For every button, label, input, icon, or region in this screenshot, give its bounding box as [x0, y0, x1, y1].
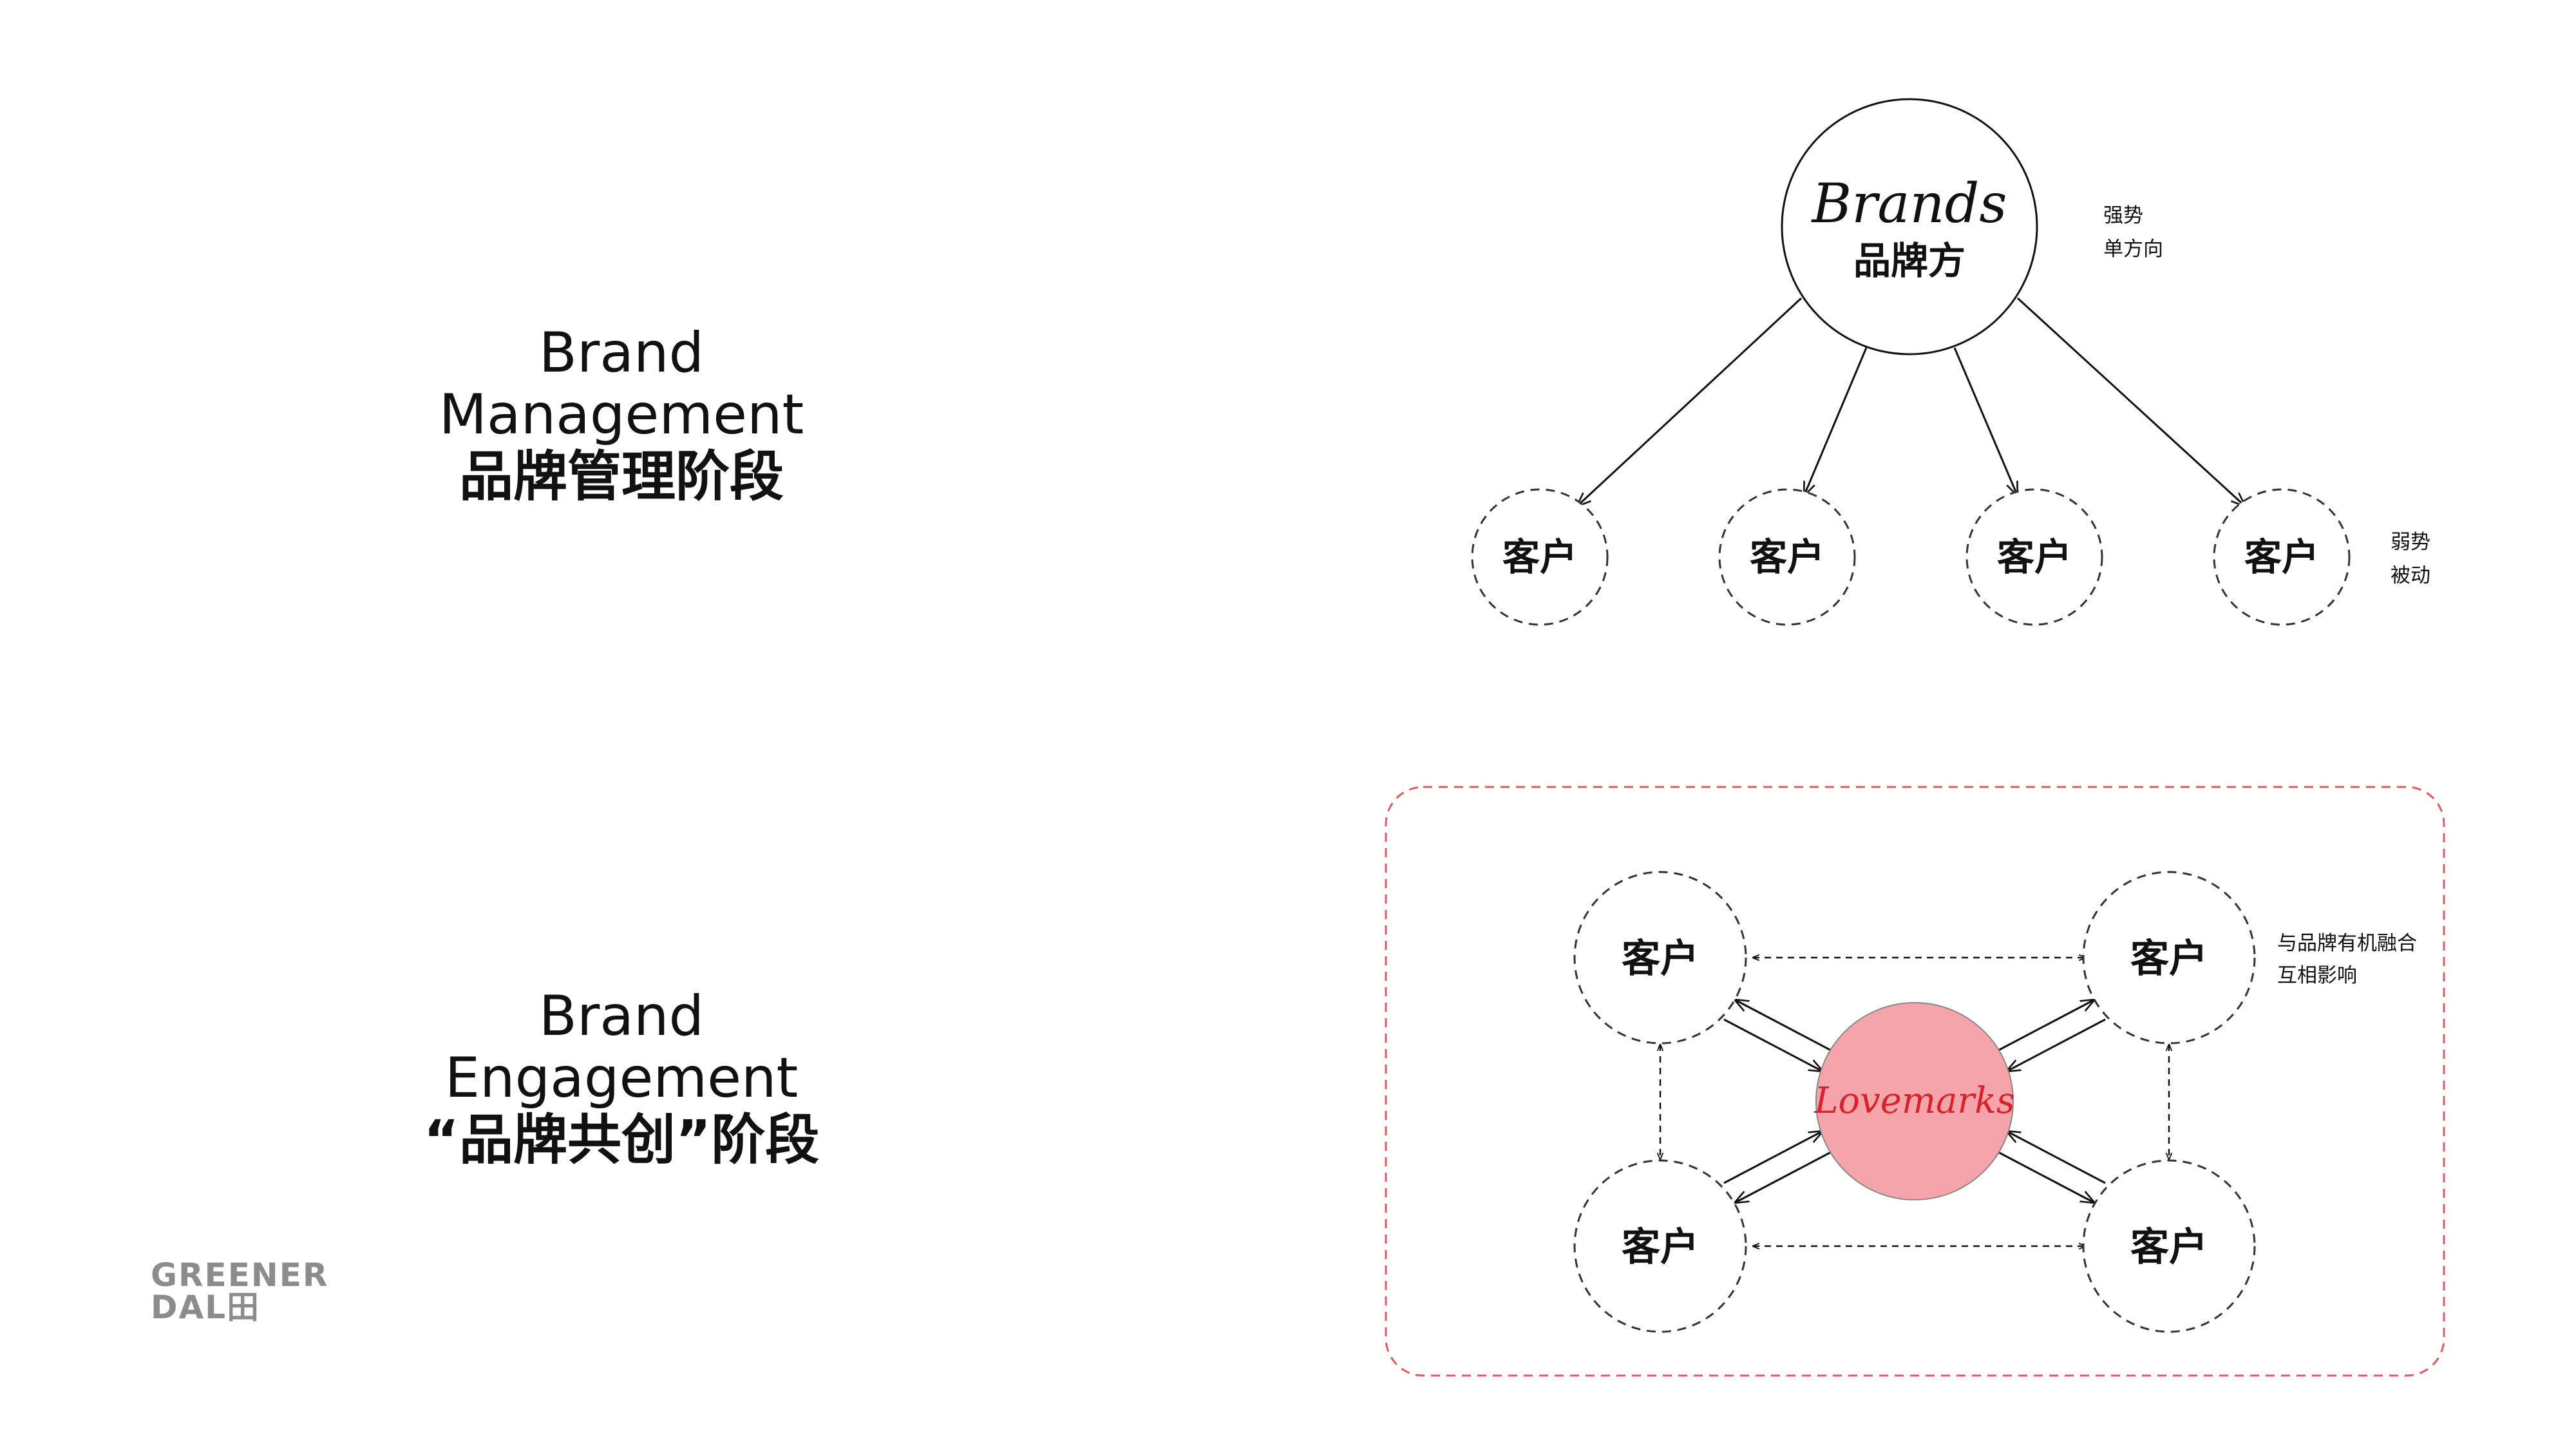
customer-node: 客户 — [1471, 488, 1609, 626]
brands-node-label-zh: 品牌方 — [1853, 239, 1965, 283]
brand-management-title: Brand Management 品牌管理阶段 — [354, 322, 889, 507]
customer-label: 客户 — [1502, 535, 1577, 579]
arrows-top-left — [1723, 1000, 1834, 1071]
customer-note-line-1: 弱势 — [2391, 531, 2430, 554]
arrows-bottom-right — [1995, 1132, 2106, 1202]
customer-label: 客户 — [2130, 1225, 2208, 1270]
engagement-note-line-1: 与品牌有机融合 — [2277, 932, 2417, 955]
brands-node-label-en: Brands — [1811, 172, 2007, 235]
brand-management-diagram: Brands 品牌方 强势 单方向 客户 客户 客户 客户 — [1471, 98, 2430, 626]
brand-management-title-en: Brand Management — [439, 321, 804, 448]
customer-note-line-2: 被动 — [2391, 564, 2430, 587]
customer-node: 客户 — [1718, 488, 1856, 626]
logo-line-1: GREENER — [151, 1256, 329, 1294]
customer-node: 客户 — [2213, 488, 2351, 626]
lovemarks-node — [1815, 1002, 2014, 1200]
brand-note-line-2: 单方向 — [2103, 238, 2163, 261]
customer-node: 客户 — [1573, 871, 1747, 1045]
customer-node: 客户 — [1573, 1159, 1747, 1333]
greenerdal-logo: GREENER DAL田 — [151, 1259, 328, 1323]
brand-engagement-title-en: Brand Engagement — [444, 984, 799, 1111]
brands-node — [1781, 98, 2038, 355]
arrows-bottom-left — [1723, 1132, 1834, 1202]
logo-line-2: DAL田 — [151, 1289, 261, 1326]
customer-label: 客户 — [1622, 1225, 1699, 1270]
arrow-brand-to-customer-4 — [2016, 297, 2244, 506]
customer-label: 客户 — [1997, 535, 2072, 579]
brand-engagement-title-zh: “品牌共创”阶段 — [423, 1108, 820, 1171]
customer-node: 客户 — [2082, 1159, 2256, 1333]
customer-label: 客户 — [2244, 535, 2319, 579]
customer-node: 客户 — [1965, 488, 2103, 626]
arrow-brand-to-customer-3 — [1953, 347, 2017, 495]
arrow-brand-to-customer-2 — [1804, 347, 1868, 495]
customer-label: 客户 — [1750, 535, 1824, 579]
customer-label: 客户 — [1622, 936, 1699, 981]
engagement-note-line-2: 互相影响 — [2277, 964, 2357, 987]
highlight-frame — [1385, 786, 2445, 1377]
brand-management-title-zh: 品牌管理阶段 — [459, 444, 784, 508]
brand-engagement-title: Brand Engagement “品牌共创”阶段 — [354, 985, 889, 1170]
arrow-brand-to-customer-1 — [1578, 297, 1803, 506]
customer-node: 客户 — [2082, 871, 2256, 1045]
lovemarks-label: Lovemarks — [1814, 1080, 2015, 1122]
brand-engagement-diagram: Lovemarks 客户 客户 客户 客户 与品牌有机融合 互相影响 — [1385, 786, 2445, 1377]
brand-note-line-1: 强势 — [2103, 204, 2143, 227]
customer-label: 客户 — [2130, 936, 2208, 981]
arrows-top-right — [1995, 1000, 2106, 1071]
